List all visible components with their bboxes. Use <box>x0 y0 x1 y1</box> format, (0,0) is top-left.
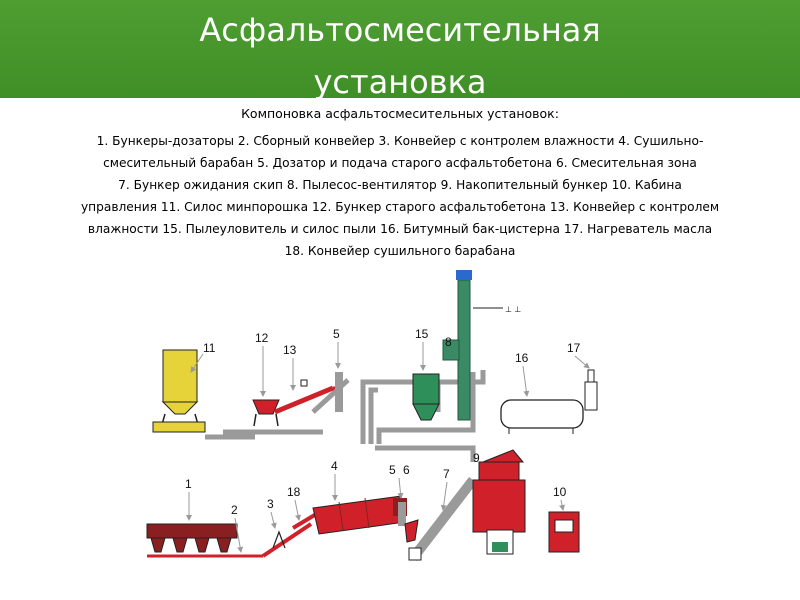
subheading: Компоновка асфальтосмесительных установо… <box>241 106 559 121</box>
callout-18: 18 <box>287 485 301 499</box>
collecting-conveyor <box>243 522 313 558</box>
callout-5-lower: 5 <box>389 463 396 477</box>
old-asphalt-bin <box>252 399 280 427</box>
callout-10: 10 <box>553 485 567 499</box>
svg-text:⊥ ⊥: ⊥ ⊥ <box>505 305 521 314</box>
plant-layout-diagram: ⊥ ⊥ <box>143 262 620 600</box>
pipework <box>205 370 486 462</box>
callout-numbers: 11 12 13 5 15 8 16 17 4 5 6 7 9 10 1 2 3… <box>185 327 590 553</box>
callout-2: 2 <box>231 503 238 517</box>
plant-layout-svg: ⊥ ⊥ <box>146 270 598 562</box>
legend-line: влажности 15. Пылеуловитель и силос пыли… <box>87 222 713 236</box>
oil-heater <box>584 369 598 411</box>
dust-collector <box>412 373 440 421</box>
title-line-2: установка <box>313 63 487 101</box>
callout-7: 7 <box>443 467 450 481</box>
callout-1: 1 <box>185 477 192 491</box>
callout-13: 13 <box>283 343 297 357</box>
callout-4: 4 <box>331 459 338 473</box>
control-cabin <box>548 511 580 553</box>
mixing-zone <box>398 502 419 543</box>
callout-3: 3 <box>267 497 274 511</box>
callout-11: 11 <box>203 341 216 355</box>
callout-8: 8 <box>445 335 452 349</box>
callout-6: 6 <box>403 463 410 477</box>
callout-9: 9 <box>473 451 480 465</box>
mineral-powder-silo <box>152 349 206 433</box>
dryer-drum <box>312 495 407 535</box>
exhaust-stack: ⊥ ⊥ <box>442 270 521 421</box>
title-banner: Асфальтосмесительная установка <box>0 0 800 101</box>
moisture-conveyor-3 <box>272 530 286 549</box>
callout-15: 15 <box>415 327 429 341</box>
callout-5-upper: 5 <box>333 327 340 341</box>
callout-12: 12 <box>255 331 269 345</box>
skip-hoist <box>408 476 477 562</box>
bitumen-tank <box>500 399 584 434</box>
legend-line: 1. Бункеры-дозаторы 2. Сборный конвейер … <box>96 134 704 148</box>
callout-17: 17 <box>567 341 581 355</box>
title-line-1: Асфальтосмесительная <box>199 11 601 49</box>
feed-hoppers <box>146 523 249 558</box>
slide-title: Асфальтосмесительная установка <box>0 4 800 108</box>
legend-line: 7. Бункер ожидания скип 8. Пылесос-венти… <box>118 178 682 192</box>
storage-bins <box>472 449 526 555</box>
legend-line: смесительный барабан 5. Дозатор и подача… <box>103 156 697 170</box>
legend-line: управления 11. Силос минпорошка 12. Бунк… <box>80 200 720 214</box>
callout-16: 16 <box>515 351 529 365</box>
recycled-asphalt-doser <box>335 372 343 412</box>
legend-line: 18. Конвейер сушильного барабана <box>284 244 516 258</box>
component-legend: 1. Бункеры-дозаторы 2. Сборный конвейер … <box>30 130 770 262</box>
